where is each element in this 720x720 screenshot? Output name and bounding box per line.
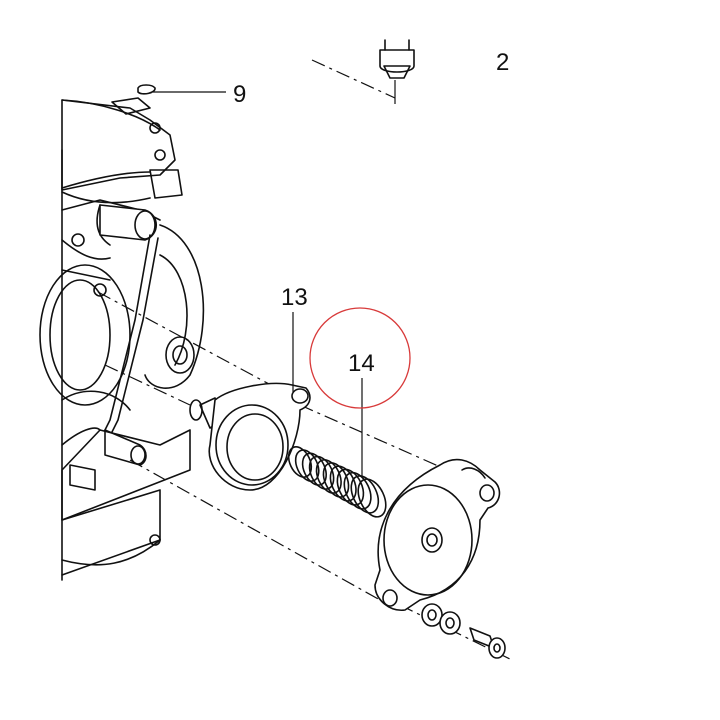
- washers-and-screw: [421, 603, 506, 659]
- spring-coil: [357, 478, 387, 518]
- spring-coil: [343, 471, 372, 510]
- callout-13: 13: [281, 284, 308, 311]
- spring-coil: [350, 475, 380, 514]
- end-cover: [374, 458, 501, 611]
- carburetor-body: [39, 97, 205, 581]
- part-14-spring: [287, 446, 387, 518]
- part-13-diaphragm: [189, 382, 311, 491]
- callout-14: 14: [348, 350, 375, 377]
- callout-partial: 2: [496, 49, 509, 76]
- callout-9: 9: [233, 81, 246, 108]
- highlight-circle: [309, 307, 411, 409]
- callout-leaders: [137, 84, 363, 478]
- top-partial-part: [311, 39, 415, 104]
